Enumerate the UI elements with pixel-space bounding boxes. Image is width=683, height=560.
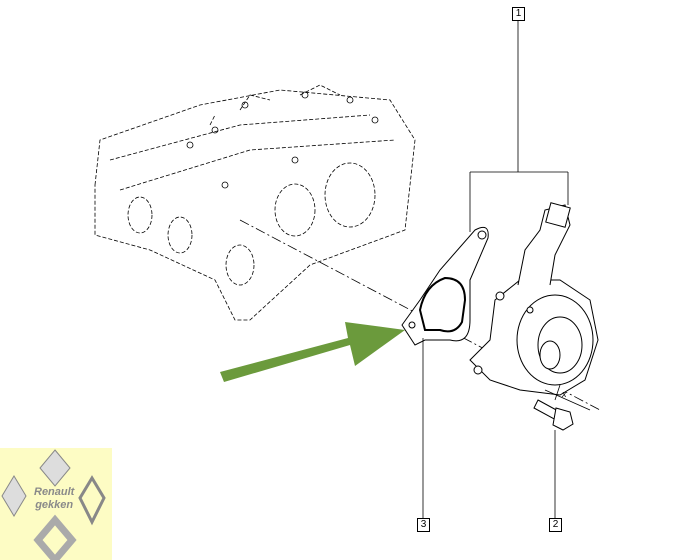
bolt	[533, 399, 574, 431]
callout-2: 2	[549, 518, 562, 532]
dimension-x	[544, 384, 591, 411]
engine-bolts	[186, 91, 379, 189]
callout-1: 1	[512, 7, 525, 21]
dimension-label: x	[562, 389, 567, 399]
callout-3: 3	[417, 518, 430, 532]
vacuum-pump	[469, 202, 599, 396]
watermark-text: Renault gekken	[34, 486, 75, 511]
engine-block	[94, 84, 416, 321]
highlight-arrow	[220, 322, 405, 382]
renault-logo-graphics	[1, 449, 106, 560]
gasket	[401, 226, 489, 346]
leader-lines	[422, 20, 569, 518]
watermark-logo: Renault gekken	[0, 448, 112, 560]
